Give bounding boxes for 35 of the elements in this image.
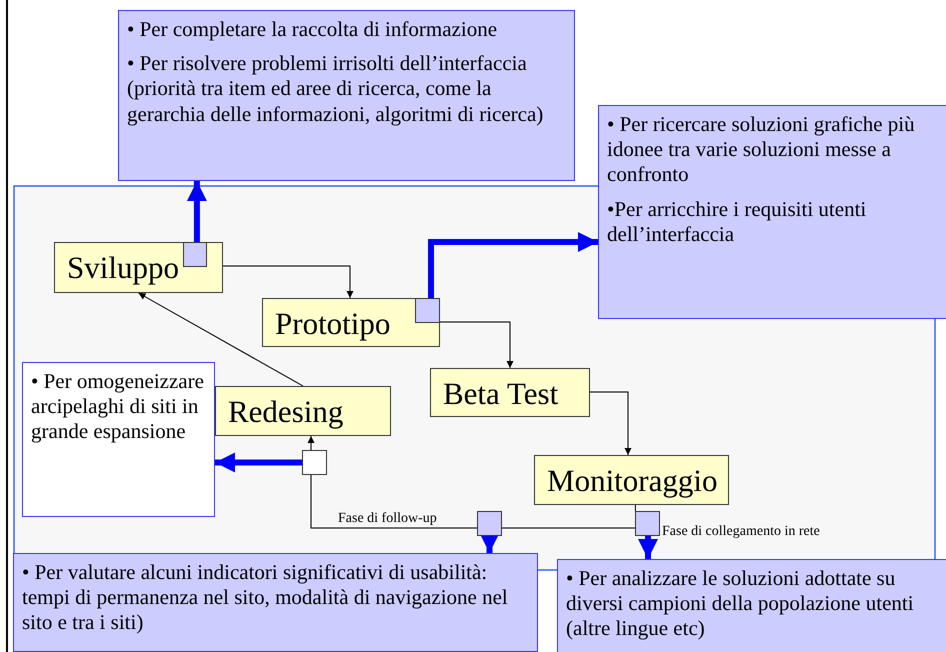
port-square xyxy=(477,511,502,536)
port-square xyxy=(635,511,660,536)
arrow xyxy=(222,266,354,298)
note-text: • Per completare la raccolta di informazione xyxy=(127,17,498,42)
note-box xyxy=(557,559,946,652)
note-text: • Per ricercare soluzioni grafiche più idonee tra varie soluzioni messe a confronto xyxy=(607,112,916,188)
thick-arrow xyxy=(428,232,598,298)
note-text: • Per valutare alcuni indicatori significativi di usabilità: tempi di permanenza nel sito, modalità di navigazione nel sito e tra i siti) xyxy=(22,560,509,636)
port-square xyxy=(182,242,206,266)
note-text: •Per arricchire i requisiti utenti dell’interfaccia xyxy=(607,196,868,247)
note-text: • Per analizzare le soluzioni adottate su diversi campioni della popolazione utenti (altre lingue etc) xyxy=(566,566,915,642)
thick-arrow xyxy=(215,452,302,472)
process-box: Beta Test xyxy=(430,368,590,417)
port-square xyxy=(414,298,440,322)
phase-label: Fase di collegamento in rete xyxy=(662,524,820,540)
thick-arrow xyxy=(186,181,207,242)
port-square xyxy=(302,450,327,475)
arrow xyxy=(440,322,514,368)
process-box: Prototipo xyxy=(262,298,440,347)
note-text: • Per omogeneizzare arcipelaghi di siti in grande espansione xyxy=(31,369,205,445)
process-box: Redesing xyxy=(215,386,391,436)
note-box xyxy=(22,362,215,517)
note-box xyxy=(13,553,538,652)
note-text: • Per risolvere problemi irrisolti dell’interfaccia (priorità tra item ed aree di ricerca, come la gerarchia delle informazioni, algoritmi di ricerca) xyxy=(127,51,544,127)
arrow xyxy=(308,436,314,450)
thick-arrow xyxy=(638,536,658,559)
connector-line xyxy=(634,504,636,512)
process-box: Monitoraggio xyxy=(534,455,729,505)
arrow xyxy=(138,292,304,386)
connector-line xyxy=(310,474,478,528)
edge-label: Fase di follow-up xyxy=(336,511,439,526)
arrow xyxy=(590,392,632,456)
note-box xyxy=(598,105,946,319)
process-box: Sviluppo xyxy=(54,242,223,293)
note-box xyxy=(118,10,575,181)
